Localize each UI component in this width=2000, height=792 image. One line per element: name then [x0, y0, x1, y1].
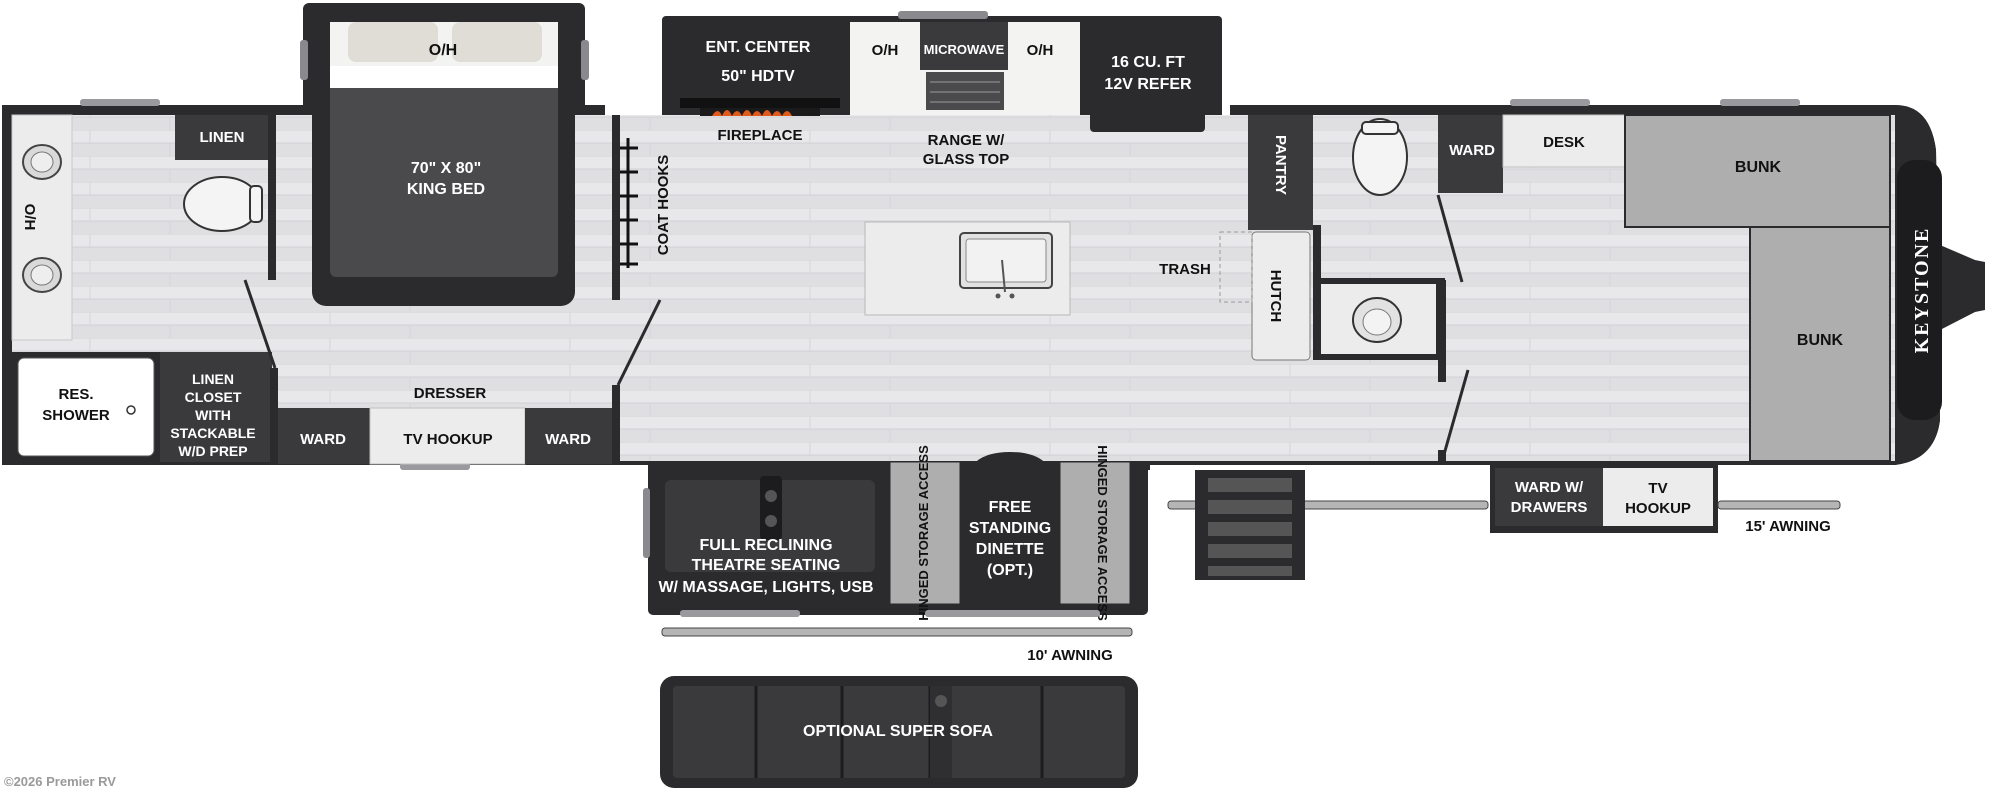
- pillow-left: [348, 22, 438, 62]
- ward-with-drawers: [1495, 468, 1603, 526]
- hinged-storage-right: [1059, 461, 1131, 605]
- coat-hooks-label: COAT HOOKS: [655, 155, 672, 256]
- bed-label-line1: 70" X 80": [411, 160, 481, 177]
- bed-label-line2: KING BED: [407, 181, 485, 198]
- hutch: [1251, 231, 1311, 361]
- ward-right: [525, 408, 612, 464]
- hinged-storage-left: [889, 461, 961, 605]
- hinged-left-label: HINGED STORAGE ACCESS: [916, 445, 931, 621]
- desk: [1502, 114, 1626, 168]
- tv-hookup-bunk-line2: HOOKUP: [1625, 500, 1691, 517]
- bunk-top-label: BUNK: [1735, 159, 1782, 176]
- pantry-label: PANTRY: [1272, 135, 1289, 195]
- kitchen-oh-right-label: O/H: [1027, 42, 1054, 59]
- pantry: [1248, 115, 1313, 230]
- bed-oh-label: O/H: [429, 42, 457, 59]
- hinged-right-label: HINGED STORAGE ACCESS: [1095, 445, 1110, 621]
- bunk-top: [1624, 114, 1891, 228]
- stair-steps-icon: [1195, 470, 1305, 580]
- ward-right-label: WARD: [545, 431, 591, 448]
- tv-hookup-bunk-line1: TV: [1648, 480, 1667, 497]
- dresser: [369, 407, 526, 465]
- coat-hook-icon: [620, 138, 638, 268]
- residential-shower: [17, 357, 155, 457]
- dinette-line1: FREE: [989, 499, 1032, 516]
- ward-drawers-line2: DRAWERS: [1511, 499, 1588, 516]
- sink-icon: [1352, 297, 1402, 343]
- keystone-logo: [1897, 160, 1942, 420]
- bath-linen-label: LINEN: [200, 129, 245, 146]
- range-icon: [926, 72, 1004, 110]
- theatre-line3: W/ MASSAGE, LIGHTS, USB: [658, 579, 873, 596]
- toilet-icon: [183, 176, 263, 232]
- linen-closet-line1: LINEN: [192, 371, 234, 387]
- microwave: [920, 22, 1008, 70]
- fireplace-label: FIREPLACE: [717, 127, 802, 144]
- tv-hookup-bunk: [1603, 468, 1713, 526]
- linen-closet-line2: CLOSET: [185, 389, 242, 405]
- shower-drain-icon: [126, 405, 136, 415]
- ward-left: [278, 408, 370, 464]
- fireplace-flame-icon: [700, 108, 820, 116]
- dinette-line4: (OPT.): [987, 562, 1033, 579]
- entertainment-center: [665, 22, 850, 112]
- ward-left-label: WARD: [300, 431, 346, 448]
- awning-10-label: 10' AWNING: [1027, 647, 1113, 664]
- sink-icon: [959, 232, 1053, 299]
- range-label-line2: GLASS TOP: [923, 151, 1009, 168]
- trash-label: TRASH: [1159, 261, 1211, 278]
- awning-10: [661, 627, 1133, 637]
- linen-closet-line4: STACKABLE: [170, 425, 255, 441]
- tv: [680, 98, 840, 108]
- linen-closet-line3: WITH: [195, 407, 231, 423]
- dinette-line2: STANDING: [969, 520, 1051, 537]
- tv-hookup-bedroom-label: TV HOOKUP: [403, 431, 492, 448]
- bunk-side: [1749, 226, 1891, 462]
- sink-icon: [22, 144, 62, 180]
- bath-linen-cabinet: [175, 115, 270, 160]
- bunk-side-label: BUNK: [1797, 332, 1844, 349]
- refer-label-line2: 12V REFER: [1104, 76, 1192, 93]
- shower-label-line2: SHOWER: [42, 407, 110, 424]
- refrigerator: [1090, 22, 1205, 132]
- super-sofa-label: OPTIONAL SUPER SOFA: [803, 723, 993, 740]
- ward-drawers-line1: WARD W/: [1515, 479, 1584, 496]
- ent-center-label: ENT. CENTER: [706, 39, 811, 56]
- bunk-ward: [1438, 115, 1503, 193]
- sink-icon: [22, 257, 62, 293]
- pillow-right: [452, 22, 542, 62]
- dinette: [965, 452, 1055, 604]
- microwave-label: MICROWAVE: [924, 42, 1005, 57]
- dinette-line3: DINETTE: [976, 541, 1045, 558]
- refer-label-line1: 16 CU. FT: [1111, 54, 1185, 71]
- bunk-ward-label: WARD: [1449, 142, 1495, 159]
- shower-label-line1: RES.: [58, 386, 93, 403]
- linen-closet-line5: W/D PREP: [178, 443, 247, 459]
- dresser-label: DRESSER: [414, 385, 487, 402]
- desk-label: DESK: [1543, 134, 1585, 151]
- toilet-icon: [1352, 118, 1408, 196]
- trash-bin: [1219, 231, 1253, 303]
- linen-closet: [160, 352, 272, 462]
- vanity-oh-label: O/H: [21, 204, 38, 231]
- awning-15-label: 15' AWNING: [1745, 518, 1831, 535]
- copyright-text: ©2026 Premier RV: [4, 774, 116, 789]
- hdtv-label: 50" HDTV: [721, 68, 795, 85]
- brand-text: KEYSTONE: [1911, 227, 1933, 354]
- theatre-line2: THEATRE SEATING: [692, 557, 841, 574]
- theatre-line1: FULL RECLINING: [699, 537, 832, 554]
- hutch-label: HUTCH: [1267, 270, 1284, 323]
- kitchen-oh-left-label: O/H: [872, 42, 899, 59]
- range-label-line1: RANGE W/: [928, 132, 1005, 149]
